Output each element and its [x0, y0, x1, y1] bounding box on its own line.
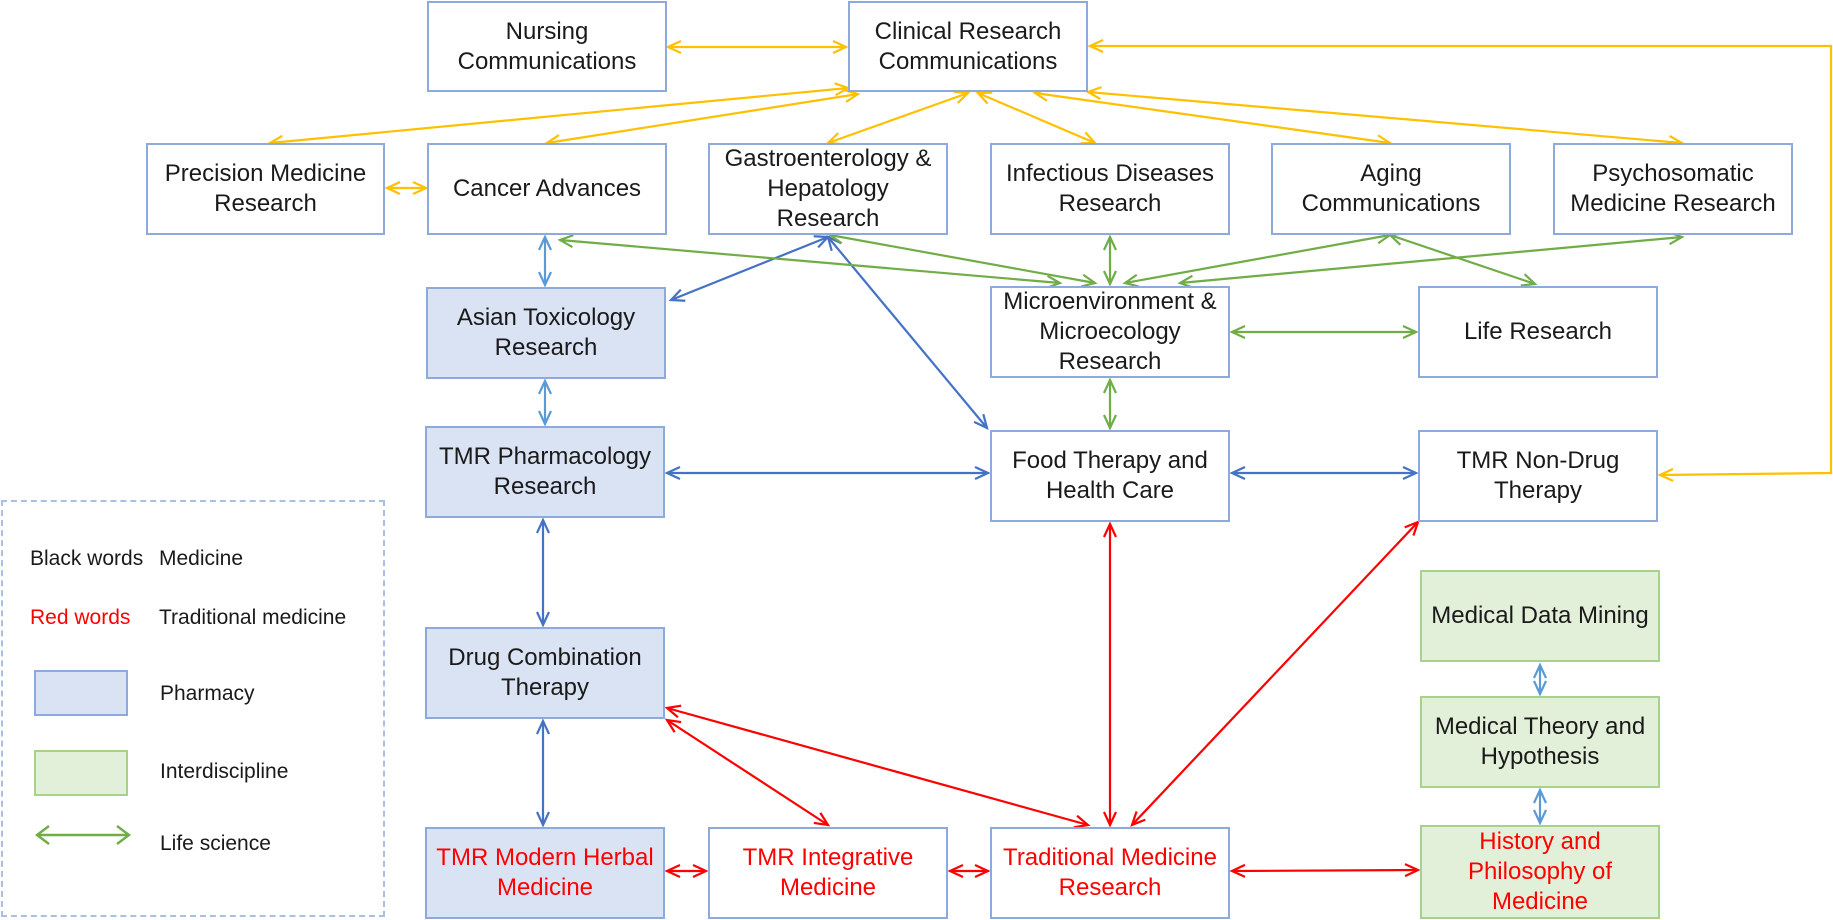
link-cancer-toxicology: [538, 234, 552, 288]
node-label: History and Philosophy of Medicine: [1467, 828, 1613, 915]
link-aging-micro: [1122, 230, 1393, 288]
link-drugcombo-herbal: [536, 718, 550, 828]
node-label: Microenvironment & Microecology Research: [1003, 288, 1217, 375]
legend-interdiscipline-label: Interdiscipline: [160, 760, 289, 783]
node-label: TMR Non-Drug Therapy: [1456, 447, 1620, 504]
link-gastro-micro: [827, 230, 1098, 288]
legend-life-science-label: Life science: [160, 832, 271, 855]
node-label: Life Research: [1463, 318, 1613, 345]
node-precision-medicine-research[interactable]: Precision Medicine Research: [146, 143, 385, 235]
node-life-research[interactable]: Life Research: [1418, 286, 1658, 378]
link-precision-cancer: [384, 181, 429, 195]
link-micro-life: [1229, 325, 1419, 339]
legend-life-science-arrow-icon: [35, 825, 131, 845]
node-history-philosophy-medicine[interactable]: History and Philosophy of Medicine: [1420, 825, 1660, 919]
legend-red-words-label: Red words: [30, 606, 131, 629]
link-infectious-micro: [1103, 234, 1117, 287]
link-pharmacology-food: [664, 466, 991, 480]
node-tmr-pharmacology-research[interactable]: TMR Pharmacology Research: [425, 426, 665, 518]
link-toxicology-pharmacology: [538, 378, 552, 427]
link-pharmacology-drugcombo: [536, 517, 550, 628]
node-label: Medical Data Mining: [1431, 602, 1649, 629]
link-nursing-clinical: [665, 40, 849, 54]
node-label: Traditional Medicine Research: [1003, 844, 1217, 901]
link-gastro-food: [826, 234, 989, 431]
node-label: Food Therapy and Health Care: [1012, 447, 1208, 504]
node-label: Infectious Diseases Research: [1005, 160, 1215, 217]
node-tmr-non-drug-therapy[interactable]: TMR Non-Drug Therapy: [1418, 430, 1658, 522]
node-microenvironment-microecology-research[interactable]: Microenvironment & Microecology Research: [990, 286, 1230, 378]
link-gastro-toxicology: [668, 235, 831, 302]
node-label: TMR Modern Herbal Medicine: [436, 844, 654, 901]
legend: Black words Medicine Red words Tradition…: [1, 500, 385, 917]
node-label: Drug Combination Therapy: [448, 644, 642, 701]
node-label: Precision Medicine Research: [164, 160, 367, 217]
link-traditional-history: [1229, 863, 1421, 878]
node-tmr-modern-herbal-medicine[interactable]: TMR Modern Herbal Medicine: [425, 827, 665, 919]
link-clinical-nondrug: [1087, 39, 1833, 482]
legend-interdiscipline-swatch: [34, 750, 128, 796]
link-nondrug-traditional: [1130, 520, 1420, 827]
link-drugcombo-traditional: [664, 704, 1091, 829]
link-clinical-cancer: [544, 89, 861, 148]
link-datamining-theory: [1533, 662, 1547, 697]
legend-traditional-medicine-label: Traditional medicine: [159, 606, 347, 629]
link-food-nondrug: [1229, 466, 1419, 480]
node-traditional-medicine-research[interactable]: Traditional Medicine Research: [990, 827, 1230, 919]
link-food-traditional: [1103, 521, 1117, 828]
link-micro-food: [1103, 377, 1117, 431]
node-clinical-research-communications[interactable]: Clinical Research Communications: [848, 1, 1088, 92]
legend-black-words-label: Black words: [30, 547, 144, 570]
node-tmr-integrative-medicine[interactable]: TMR Integrative Medicine: [708, 827, 948, 919]
link-herbal-integrative: [664, 864, 709, 878]
link-integrative-traditional: [947, 864, 991, 878]
node-medical-theory-hypothesis[interactable]: Medical Theory and Hypothesis: [1420, 696, 1660, 788]
legend-pharmacy-swatch: [34, 670, 128, 716]
node-nursing-communications[interactable]: Nursing Communications: [427, 1, 667, 92]
node-label: Cancer Advances: [452, 175, 642, 202]
legend-pharmacy-label: Pharmacy: [160, 682, 255, 705]
node-drug-combination-therapy[interactable]: Drug Combination Therapy: [425, 627, 665, 719]
node-label: TMR Pharmacology Research: [438, 443, 652, 500]
node-label: Medical Theory and Hypothesis: [1434, 713, 1646, 770]
node-label: Clinical Research Communications: [874, 17, 1062, 75]
node-psychosomatic-medicine-research[interactable]: Psychosomatic Medicine Research: [1553, 143, 1793, 235]
link-clinical-infectious: [975, 91, 1098, 145]
node-label: Psychosomatic Medicine Research: [1570, 160, 1776, 217]
node-label: TMR Integrative Medicine: [742, 844, 914, 901]
node-asian-toxicology-research[interactable]: Asian Toxicology Research: [426, 287, 666, 379]
link-theory-history: [1533, 787, 1547, 826]
node-gastroenterology-hepatology-research[interactable]: Gastroenterology & Hepatology Research: [708, 143, 948, 235]
node-aging-communications[interactable]: Aging Communications: [1271, 143, 1511, 235]
legend-medicine-label: Medicine: [159, 547, 244, 570]
link-drugcombo-integrative: [664, 718, 831, 827]
link-aging-life: [1387, 232, 1538, 287]
node-food-therapy-health-care[interactable]: Food Therapy and Health Care: [990, 430, 1230, 522]
node-cancer-advances[interactable]: Cancer Advances: [427, 143, 667, 235]
link-clinical-aging: [1032, 87, 1393, 149]
node-label: Gastroenterology & Hepatology Research: [724, 145, 932, 232]
node-infectious-diseases-research[interactable]: Infectious Diseases Research: [990, 143, 1230, 235]
node-label: Nursing Communications: [457, 17, 637, 75]
node-label: Aging Communications: [1301, 160, 1481, 217]
node-medical-data-mining[interactable]: Medical Data Mining: [1420, 570, 1660, 662]
link-clinical-precision: [267, 82, 851, 149]
node-label: Asian Toxicology Research: [456, 304, 636, 361]
